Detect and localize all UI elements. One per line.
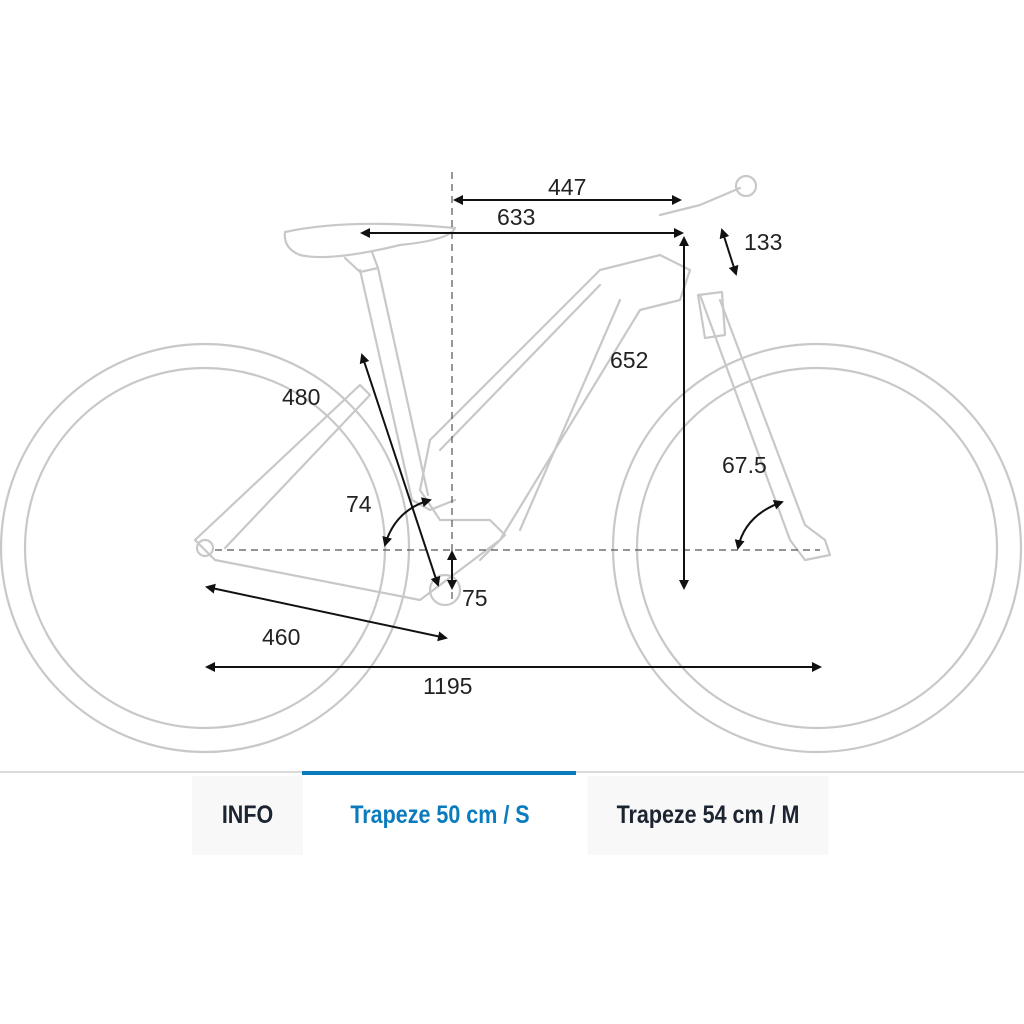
tab-trapeze-50-s[interactable]: Trapeze 50 cm / S [329,776,551,855]
wheelbase-label: 1195 [423,673,472,699]
seat-tube-label: 480 [282,384,320,410]
tab-info[interactable]: INFO [192,776,303,855]
head-angle-label: 67.5 [722,452,767,478]
head-tube-dimension [719,228,739,276]
seat-angle-label: 74 [346,491,372,517]
bike-geometry-diagram: 447 633 133 652 480 74 67.5 75 460 1195 [0,172,1023,754]
tab-info-label: INFO [221,801,274,829]
rear-wheel [0,342,411,754]
front-wheel [611,342,1023,754]
tab-trapeze-54-m[interactable]: Trapeze 54 cm / M [587,776,829,855]
size-tabs: INFO Trapeze 50 cm / S Trapeze 54 cm / M [183,776,848,855]
chainstay-dimension [205,583,448,642]
active-tab-indicator [302,771,576,775]
tab-trapeze-50-s-label: Trapeze 50 cm / S [350,801,530,829]
tab-trapeze-54-m-label: Trapeze 54 cm / M [616,801,800,829]
stack-label: 652 [610,347,648,373]
bb-drop-label: 75 [462,585,488,611]
head-angle-arc [734,499,784,550]
top-tube-label: 633 [497,204,535,230]
seat-angle-arc [382,497,432,547]
head-tube-label: 133 [744,229,782,255]
chainstay-label: 460 [262,624,300,650]
reach-label: 447 [548,174,586,200]
